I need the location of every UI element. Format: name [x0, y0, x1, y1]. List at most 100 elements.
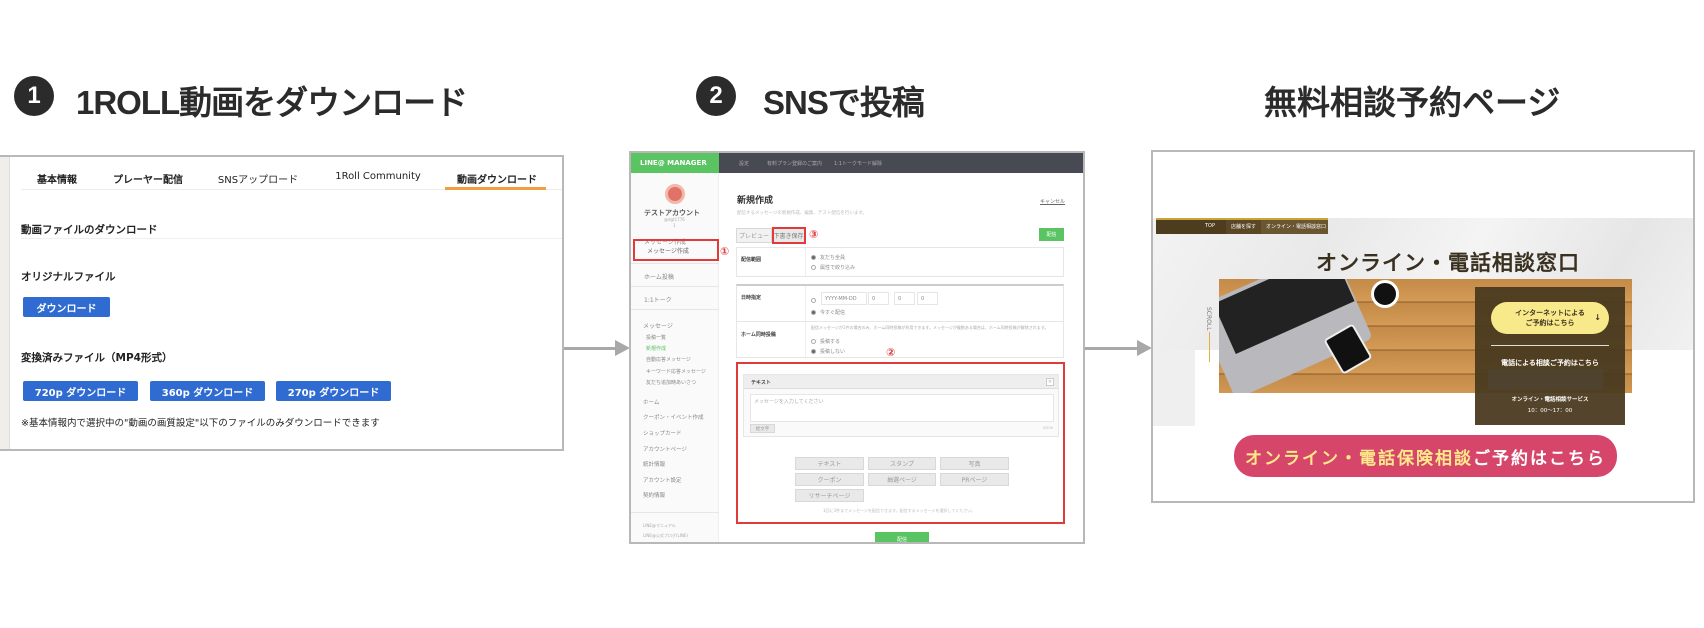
page-title: オンライン・電話相談窓口 — [1316, 251, 1580, 275]
tab-divider — [21, 189, 562, 190]
message-textarea[interactable]: メッセージを入力してください — [750, 394, 1054, 422]
service-label: オンライン・電話相談サービス — [1511, 397, 1589, 403]
phone-number-area[interactable] — [1488, 369, 1603, 390]
target-label: 配信範囲 — [741, 257, 762, 263]
sidebar-subitem-active[interactable]: 新規作成 — [646, 346, 667, 352]
sidebar-item-home-post[interactable]: ホーム投稿 — [644, 274, 674, 281]
step-1-title: 1ROLL動画をダウンロード — [76, 84, 468, 121]
line-logo: LINE@ MANAGER — [631, 153, 719, 173]
sidebar-heading-message: メッセージ — [643, 323, 673, 330]
type-button-lottery[interactable]: 抽選ページ — [868, 473, 936, 486]
cancel-link[interactable]: キャンセル — [1040, 199, 1066, 205]
coffee-cup-image — [1371, 280, 1399, 308]
type-button-coupon[interactable]: クーポン — [795, 473, 864, 486]
download-720p-button[interactable]: 720p ダウンロード — [23, 381, 138, 401]
sidebar-strip — [0, 157, 10, 449]
type-button-stamp[interactable]: スタンプ — [868, 457, 936, 470]
highlight-box-2 — [736, 362, 1065, 524]
type-button-text[interactable]: テキスト — [795, 457, 864, 470]
tab-sns-upload[interactable]: SNSアップロード — [217, 175, 299, 186]
type-button-research[interactable]: リサーチページ — [795, 489, 864, 502]
scroll-arrow-icon — [1209, 332, 1210, 362]
radio-send-now[interactable]: 今すぐ配信 — [811, 309, 845, 316]
home-post-label: ホーム同時投稿 — [741, 332, 776, 338]
divider — [631, 512, 719, 513]
target-section: 配信範囲 友だち全員 属性で絞り込み — [736, 247, 1064, 277]
sidebar-item-stats[interactable]: 統計情報 — [643, 462, 666, 468]
breadcrumb-shop[interactable]: 店舗を探す — [1226, 220, 1261, 234]
breadcrumb-top[interactable]: TOP — [1205, 223, 1216, 229]
type-button-pr[interactable]: PRページ — [940, 473, 1009, 486]
sidebar-item-contract[interactable]: 契約情報 — [643, 493, 666, 499]
emoji-button[interactable]: 絵文字 — [750, 424, 775, 433]
radio-attribute[interactable]: 属性で絞り込み — [811, 264, 855, 271]
tab-video-download[interactable]: 動画ダウンロード — [457, 175, 537, 186]
schedule-label: 日時指定 — [741, 295, 762, 301]
type-button-photo[interactable]: 写真 — [940, 457, 1009, 470]
sidebar-subitem[interactable]: キーワード応答メッセージ — [646, 369, 706, 375]
tab-community[interactable]: 1Roll Community — [335, 171, 421, 182]
radio-no-post[interactable]: 投稿しない — [811, 348, 845, 355]
step-number: 1 — [27, 82, 41, 109]
hero-background-left — [1153, 350, 1195, 426]
send-button-bottom[interactable]: 配信 — [875, 532, 929, 542]
account-avatar — [665, 184, 685, 204]
message-create-label: メッセージ作成 — [647, 248, 689, 255]
arrow-head-icon — [615, 340, 630, 356]
top-bar: 設定 有料プラン登録のご案内 1:1トークモード解除 — [719, 153, 1083, 173]
converted-file-label: 変換済みファイル（MP4形式） — [21, 352, 173, 364]
internet-reservation-label: インターネットによる ご予約はこちら — [1515, 309, 1585, 327]
radio-all-friends[interactable]: 友だち全員 — [811, 254, 845, 261]
sidebar-item-message-create[interactable]: メッセージ作成 — [644, 239, 686, 246]
internet-reservation-button[interactable]: インターネットによる ご予約はこちら↓ — [1491, 302, 1609, 334]
reservation-cta-button[interactable]: オンライン・電話保険相談ご予約はこちら — [1234, 435, 1617, 477]
second-select[interactable]: 0 — [917, 292, 938, 305]
download-360p-button[interactable]: 360p ダウンロード — [150, 381, 265, 401]
sidebar-item-home[interactable]: ホーム — [643, 400, 660, 406]
tab-player[interactable]: プレーヤー配信 — [113, 175, 183, 186]
line-manager-panel: LINE@ MANAGER 設定 有料プラン登録のご案内 1:1トークモード解除… — [629, 151, 1085, 544]
highlight-box-3 — [772, 227, 806, 244]
step-3-title: 無料相談予約ページ — [1264, 84, 1561, 121]
blog-link[interactable]: LINE@公式ブログ(LINE) — [643, 533, 688, 538]
manual-link[interactable]: LINE@マニュアル — [643, 523, 676, 528]
topbar-settings[interactable]: 設定 — [739, 161, 750, 167]
flow-arrow-2 — [1085, 347, 1139, 350]
sidebar-subitem[interactable]: 自動応答メッセージ — [646, 357, 691, 363]
sidebar-subitem[interactable]: 友だち追加時あいさつ — [646, 380, 697, 386]
arrow-head-icon — [1137, 340, 1152, 356]
footnote: 1回に3件までメッセージを配信できます。配信するメッセージを選択してください。 — [823, 508, 976, 513]
sidebar — [631, 173, 719, 542]
step-2-badge: 2 — [696, 76, 736, 116]
topbar-talk-mode[interactable]: 1:1トークモード解除 — [834, 161, 883, 167]
sidebar-item-coupon[interactable]: クーポン・イベント作成 — [643, 415, 704, 421]
sidebar-item-account-page[interactable]: アカウントページ — [643, 447, 687, 453]
radio-post[interactable]: 投稿する — [811, 338, 840, 345]
sidebar-item-shopcard[interactable]: ショップカード — [643, 431, 682, 437]
account-id: @dgt1776 — [664, 217, 685, 222]
divider — [631, 286, 719, 287]
sidebar-subitem[interactable]: 投稿一覧 — [646, 335, 667, 341]
phone-reservation-label: 電話による相談ご予約はこちら — [1501, 359, 1599, 367]
sidebar-item-talk[interactable]: 1:1トーク — [644, 297, 672, 304]
send-button-top[interactable]: 配信 — [1039, 228, 1064, 241]
step-1-badge: 1 — [14, 76, 54, 116]
preview-tab[interactable]: プレビュー — [736, 228, 772, 243]
minute-select[interactable]: 0 — [894, 292, 915, 305]
reservation-box: インターネットによる ご予約はこちら↓ 電話による相談ご予約はこちら オンライン… — [1475, 287, 1625, 425]
topbar-paid-plan[interactable]: 有料プラン登録のご案内 — [767, 161, 823, 167]
radio-schedule[interactable] — [811, 298, 820, 304]
divider — [1491, 345, 1609, 346]
schedule-section: 日時指定 YYYY-MM-DD 0 0 0 今すぐ配信 ホーム同時投稿 配信メッ… — [736, 284, 1064, 358]
download-original-button[interactable]: ダウンロード — [23, 297, 110, 317]
tab-basic-info[interactable]: 基本情報 — [37, 175, 77, 186]
hour-select[interactable]: 0 — [868, 292, 889, 305]
sidebar-item-account-settings[interactable]: アカウント設定 — [643, 478, 682, 484]
download-270p-button[interactable]: 270p ダウンロード — [276, 381, 391, 401]
char-count: 0/500 — [1042, 426, 1053, 430]
annotation-1: ① — [720, 245, 730, 258]
close-icon[interactable]: × — [1046, 378, 1054, 386]
date-input[interactable]: YYYY-MM-DD — [821, 292, 867, 305]
step-number: 2 — [709, 82, 723, 109]
original-file-label: オリジナルファイル — [21, 271, 116, 283]
